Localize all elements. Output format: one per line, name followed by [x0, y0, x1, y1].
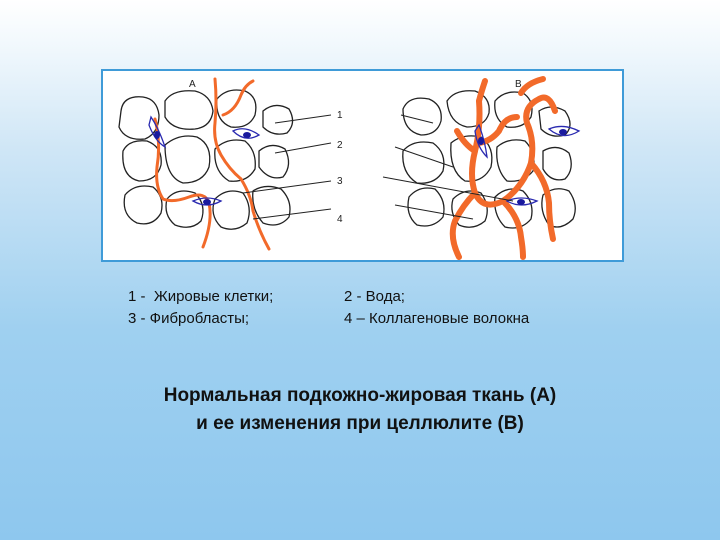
legend-item-collagen-fibers: 4 – Коллагеновые волокна — [344, 310, 530, 327]
callout-4: 4 — [337, 214, 343, 225]
panel-a-label: A — [189, 79, 196, 90]
leader-lines — [242, 114, 514, 220]
panel-b-fibroblasts — [474, 123, 581, 206]
diagram-figure: A B 1 2 3 4 — [101, 69, 624, 262]
callout-3: 3 — [337, 176, 343, 187]
caption-line-1: Нормальная подкожно-жировая ткань (А) — [163, 385, 557, 406]
panel-a-fibroblast-nuclei — [154, 131, 251, 205]
panel-b-label: B — [515, 79, 522, 90]
callout-2: 2 — [337, 140, 343, 151]
figure-caption: Нормальная подкожно-жировая ткань (А) и … — [60, 382, 660, 438]
legend-item-fat-cells: 1 - Жировые клетки; — [128, 288, 274, 305]
panel-a-fat-cells — [118, 89, 294, 230]
legend-item-water: 2 - Вода; — [344, 288, 405, 305]
legend-item-fibroblasts: 3 - Фибробласты; — [128, 310, 250, 327]
caption-line-2: и ее изменения при целлюлите (В) — [196, 413, 524, 434]
callout-1: 1 — [337, 110, 343, 121]
panel-b-fibroblast-nuclei — [478, 129, 567, 205]
panel-b-collagen-fibers — [449, 76, 558, 260]
panel-a-collagen-fibers — [153, 77, 271, 251]
panel-a-fibroblasts — [148, 115, 261, 206]
tissue-diagram: A B 1 2 3 4 — [118, 76, 581, 260]
